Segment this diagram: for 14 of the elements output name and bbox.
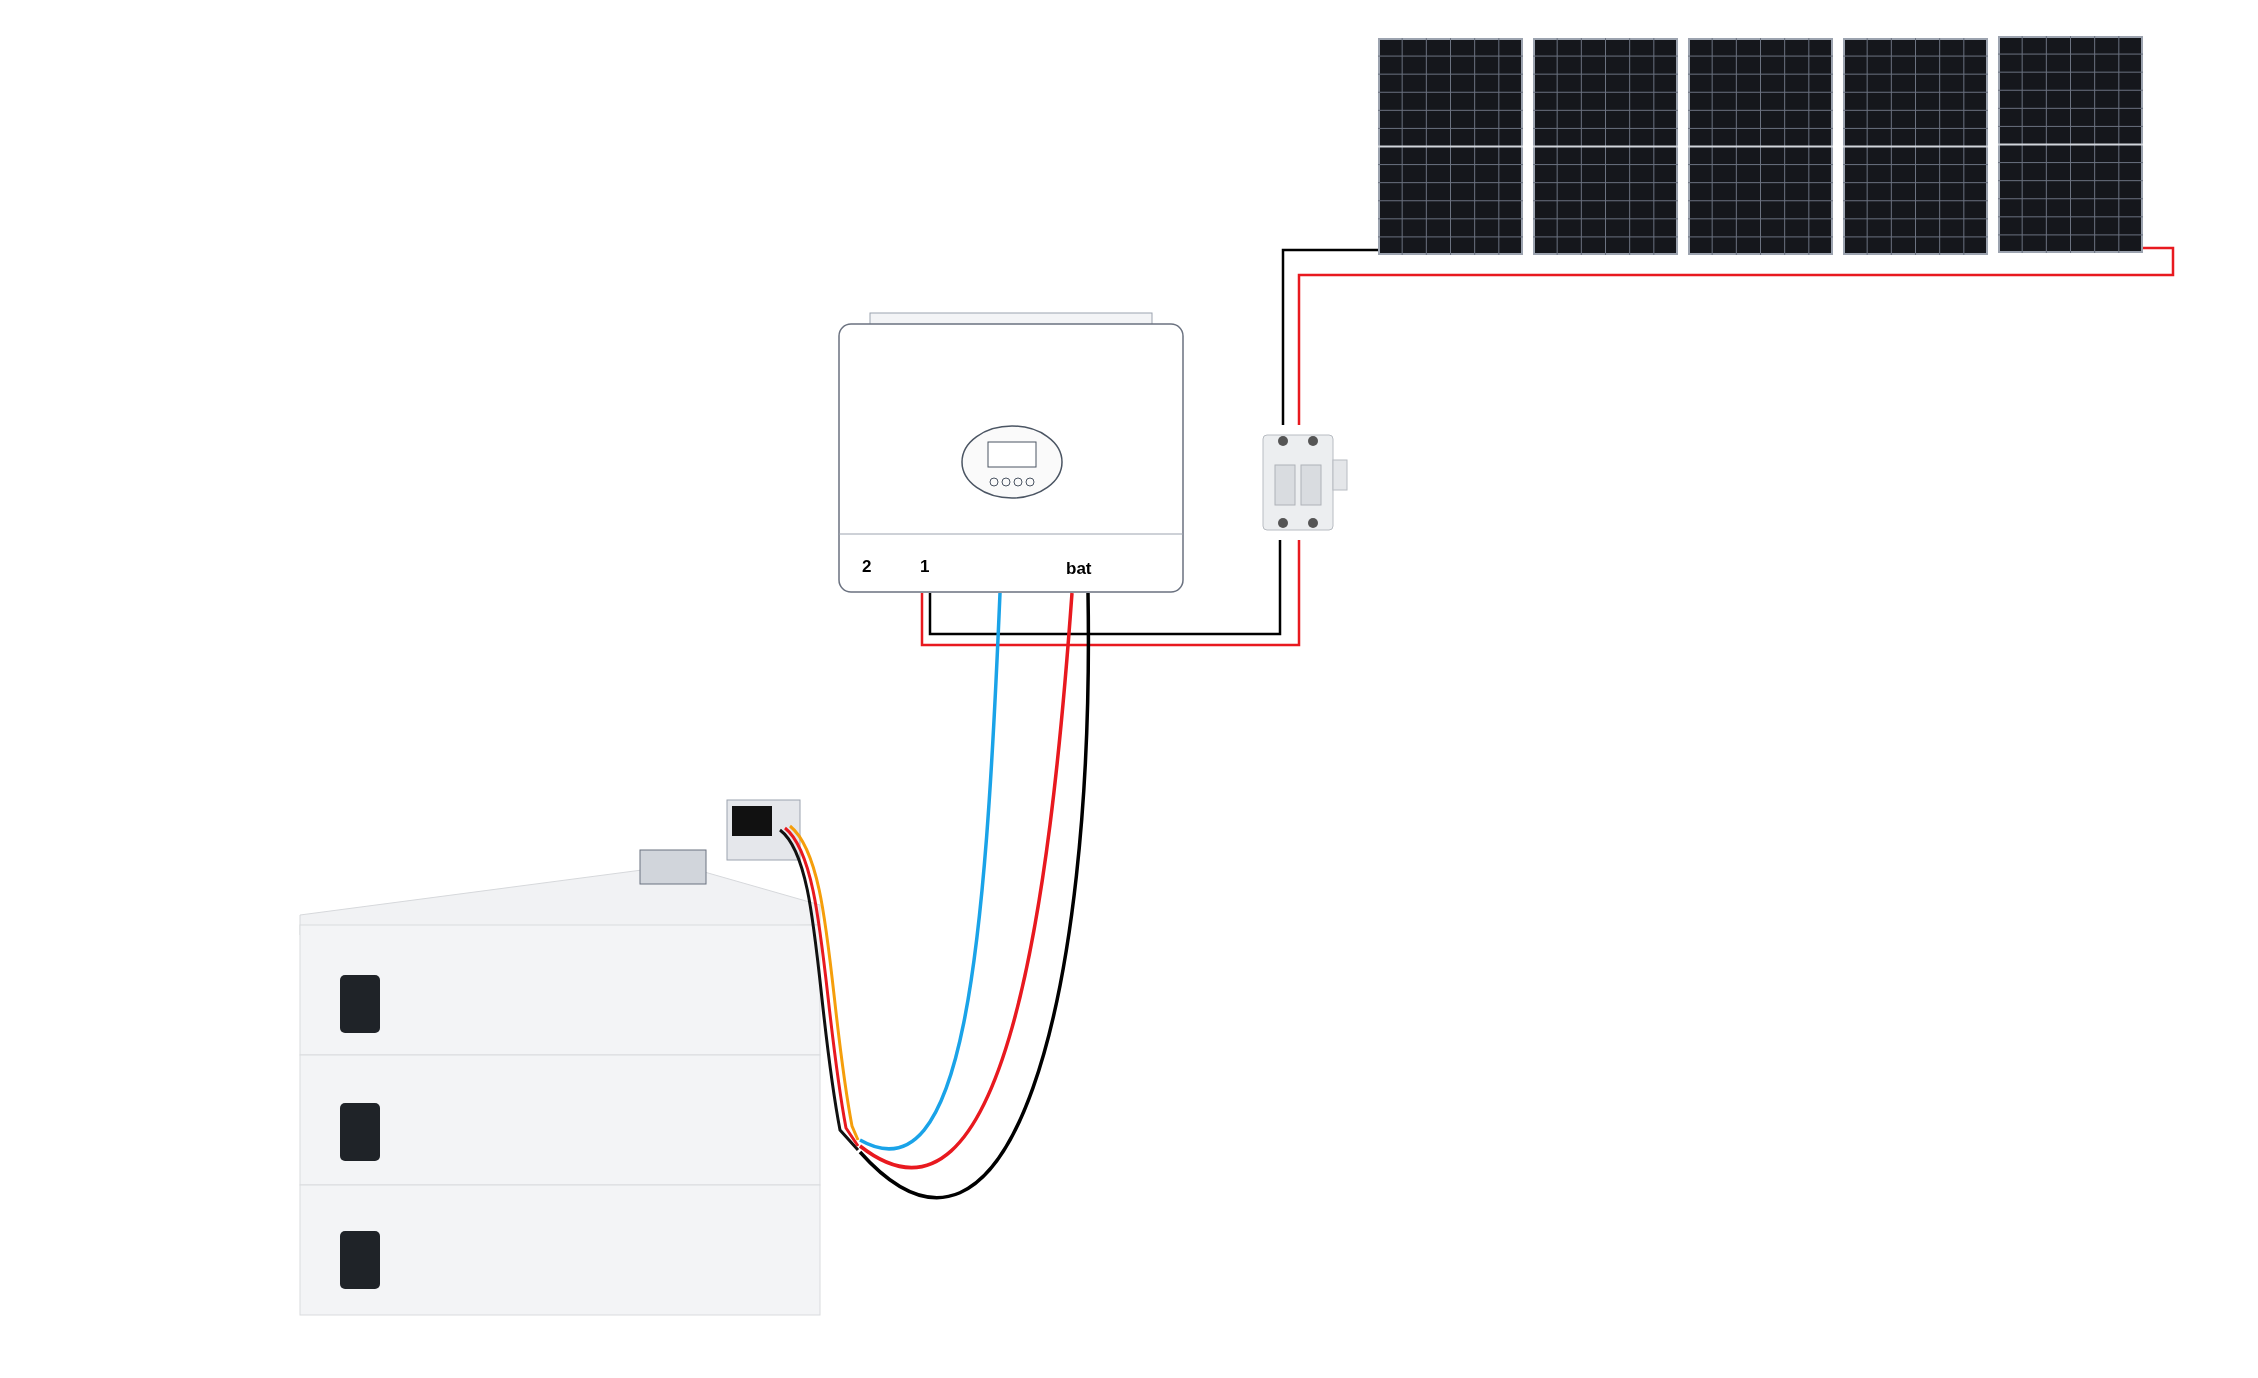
solar-panel-drawing (1378, 38, 1523, 255)
port-label: 2 (862, 558, 872, 575)
wire (1297, 246, 2175, 425)
wire (859, 592, 1002, 1151)
solar-panel-drawing (1533, 38, 1678, 255)
port-label: bat (1066, 560, 1092, 577)
wire (1281, 248, 1378, 425)
solar-panel-drawing (1688, 38, 1833, 255)
port-label: 1 (920, 558, 930, 575)
solar-panel-drawing (1998, 36, 2143, 253)
wire (928, 540, 1282, 636)
wire (920, 540, 1301, 647)
inverter-drawing (838, 312, 1184, 593)
solar-panel-drawing (1843, 38, 1988, 255)
